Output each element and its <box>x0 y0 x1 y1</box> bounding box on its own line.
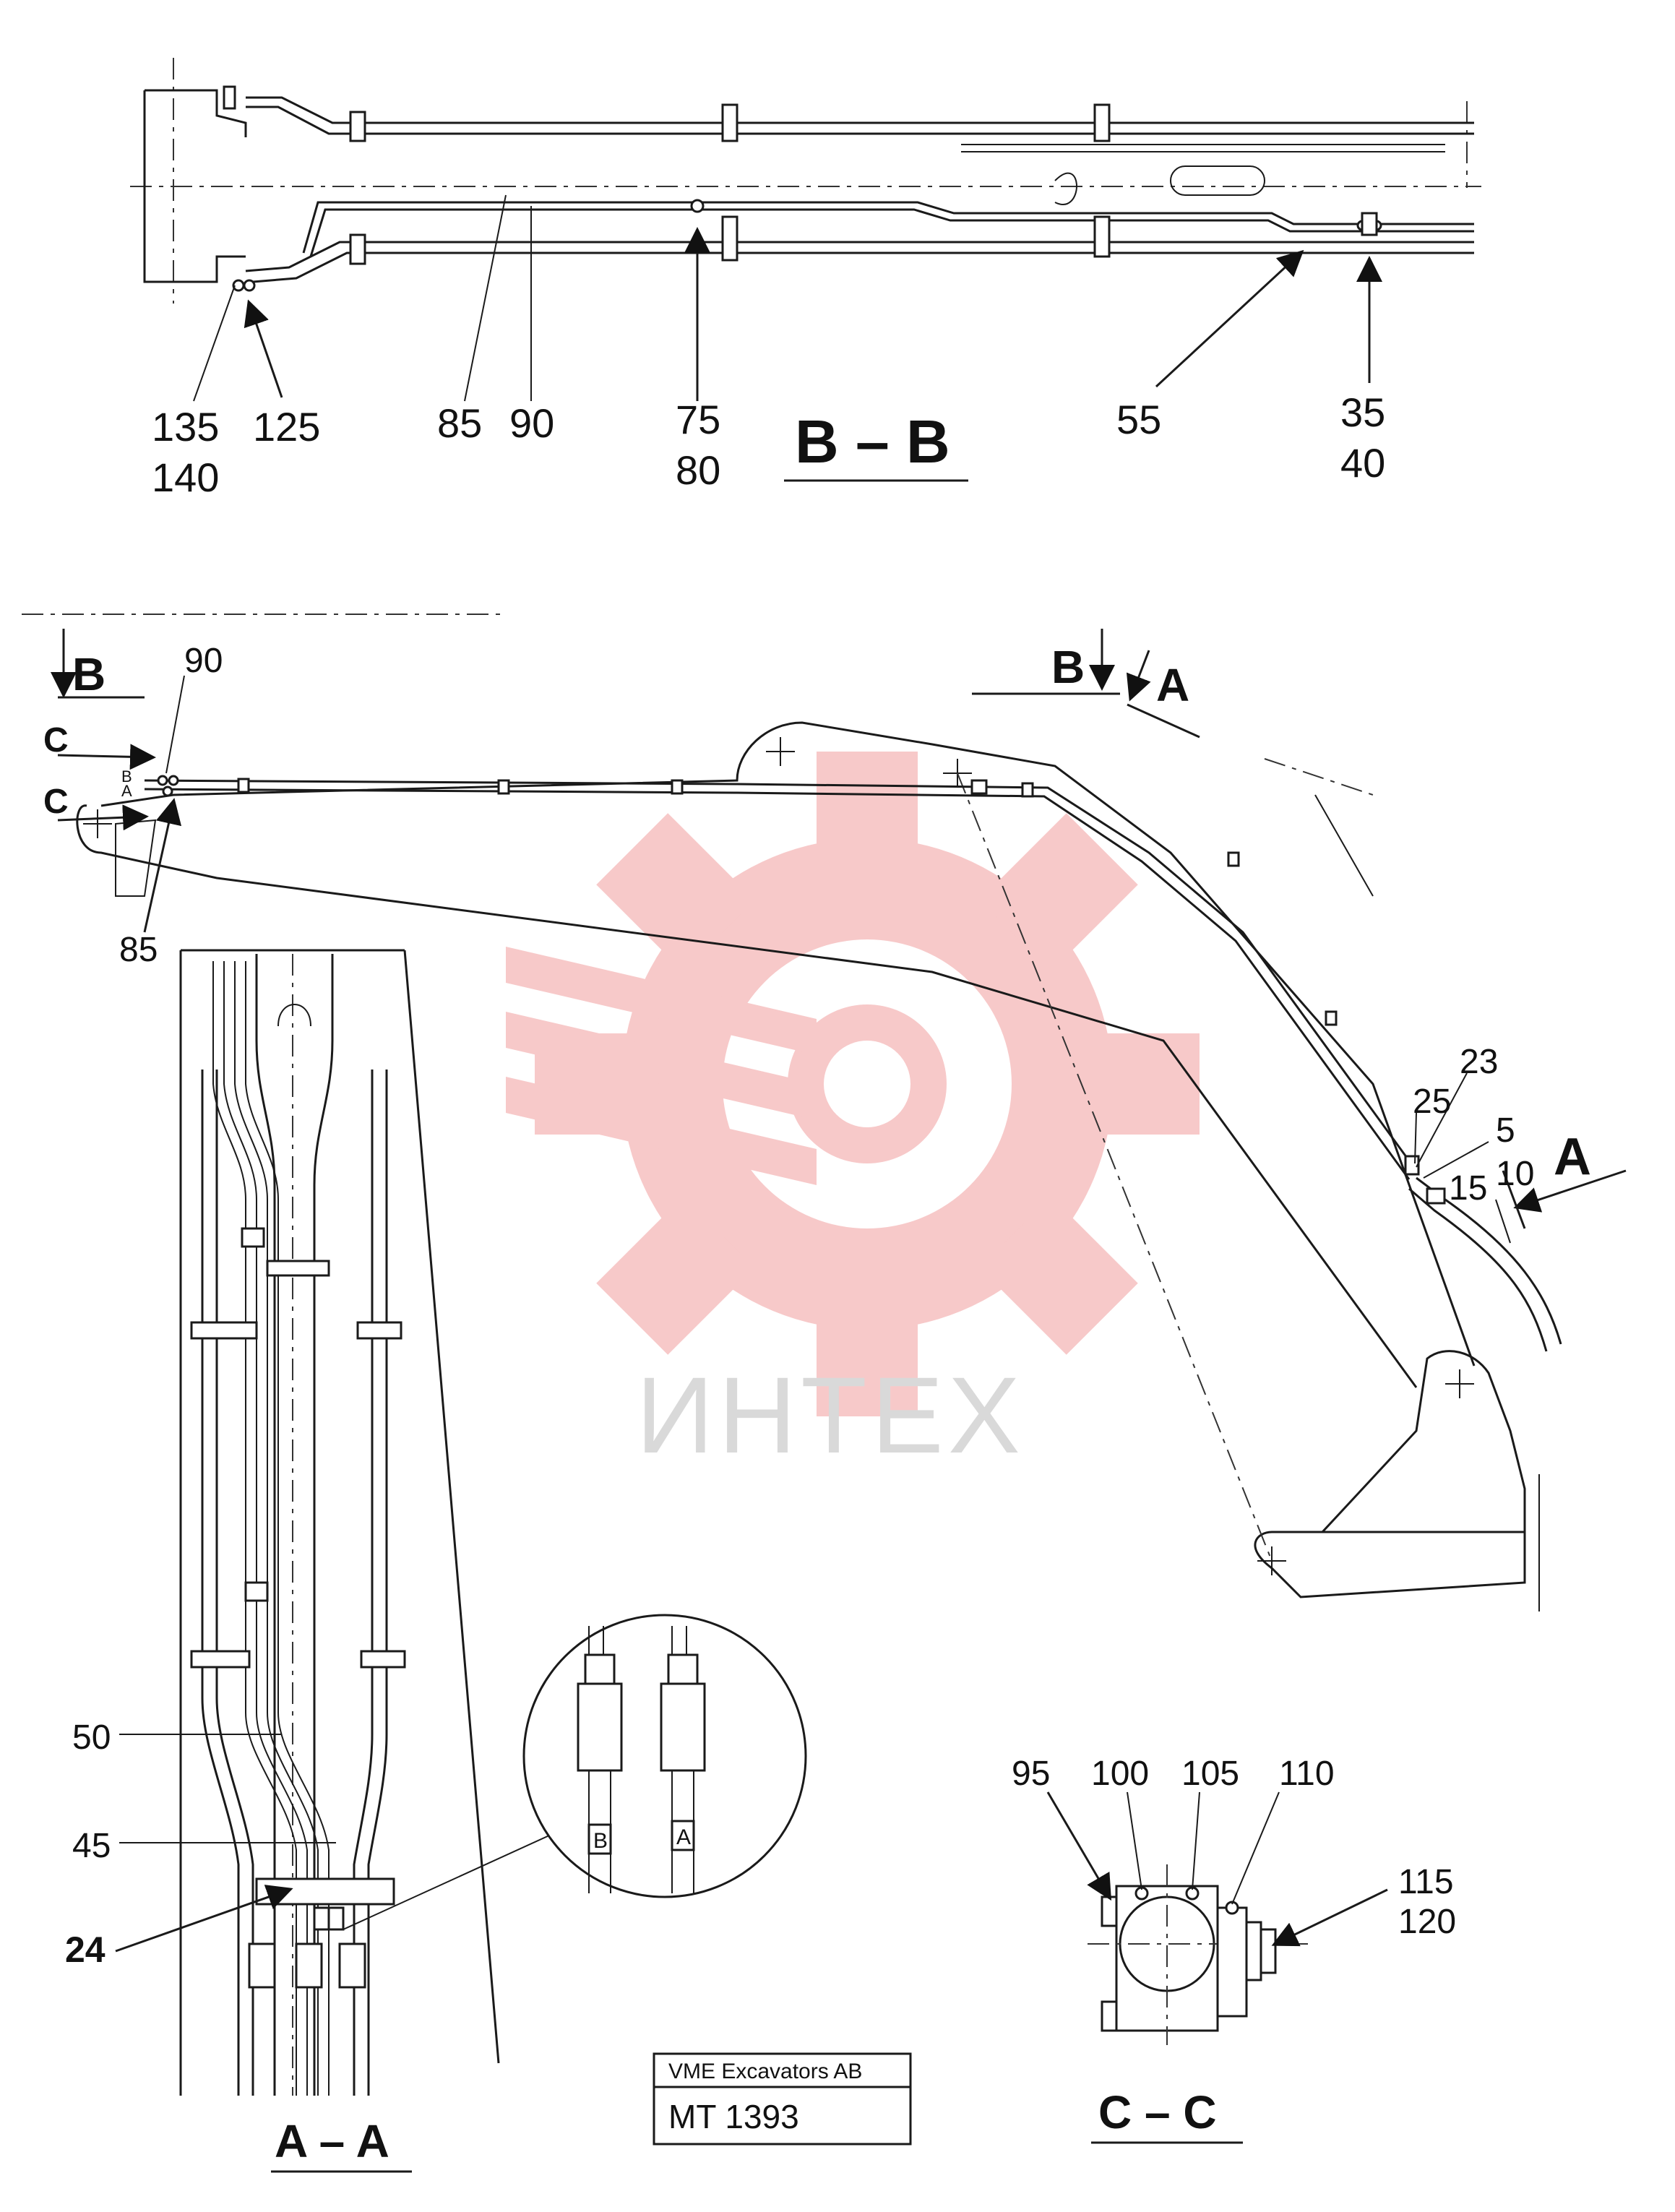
aa-callout-45: 45 <box>72 1827 111 1865</box>
callout-125: 125 <box>253 404 320 449</box>
side-small-a: A <box>121 782 132 800</box>
cc-callout-105: 105 <box>1181 1755 1239 1793</box>
callout-75: 75 <box>676 397 720 442</box>
side-callout-85: 85 <box>119 931 158 969</box>
callout-85: 85 <box>437 400 482 446</box>
side-view-labels: 90 85 25 23 5 10 15 <box>119 642 1534 1208</box>
title-block: VME Excavators AB MT 1393 <box>653 2052 912 2146</box>
marker-b-left: B <box>72 648 106 700</box>
marker-c-2: C <box>43 783 69 821</box>
section-aa-labels: 50 45 24 A – A <box>65 1718 412 2173</box>
detail-hose-a: A <box>676 1825 691 1849</box>
side-callout-90: 90 <box>184 642 223 680</box>
watermark-text: ИНТЕХ <box>636 1354 1025 1476</box>
title-block-drawing-no: MT 1393 <box>668 2098 799 2135</box>
section-bb-view <box>130 58 1481 402</box>
section-aa-title: A – A <box>275 2115 389 2167</box>
cc-callout-100: 100 <box>1091 1755 1149 1793</box>
section-cc-labels: 95 100 105 110 115 120 C – C <box>1012 1755 1456 2144</box>
section-cc-view <box>1046 1791 1388 2045</box>
side-callout-5: 5 <box>1496 1111 1515 1150</box>
cc-callout-110: 110 <box>1279 1755 1335 1793</box>
cc-callout-95: 95 <box>1012 1755 1050 1793</box>
section-aa-view: B A <box>115 949 807 2096</box>
aa-callout-24: 24 <box>65 1929 106 1970</box>
marker-c-1: C <box>43 721 69 759</box>
marker-a-top: A <box>1156 659 1189 711</box>
cc-callout-120: 120 <box>1398 1903 1456 1941</box>
callout-140: 140 <box>152 455 219 500</box>
callout-55: 55 <box>1116 397 1161 442</box>
section-bb-title: B – B <box>795 408 950 475</box>
callout-40: 40 <box>1340 440 1385 486</box>
detail-hose-b: B <box>593 1829 608 1853</box>
title-block-company: VME Excavators AB <box>668 2060 862 2083</box>
side-callout-10: 10 <box>1496 1155 1534 1193</box>
boom-side-view: B A B B A A C C <box>22 614 1627 1611</box>
marker-b-top: B <box>1051 641 1085 693</box>
section-cc-title: C – C <box>1098 2086 1217 2138</box>
callout-135: 135 <box>152 404 219 449</box>
callout-35: 35 <box>1340 390 1385 435</box>
side-small-b: B <box>121 767 132 786</box>
watermark-gear <box>506 752 1200 1416</box>
callout-90: 90 <box>509 400 554 446</box>
side-callout-23: 23 <box>1460 1043 1498 1081</box>
section-bb-labels: 135 140 125 85 90 75 80 55 35 40 B – B <box>152 390 1385 500</box>
cc-callout-115: 115 <box>1398 1863 1454 1901</box>
side-callout-25: 25 <box>1413 1083 1451 1121</box>
side-callout-15: 15 <box>1449 1169 1487 1208</box>
callout-80: 80 <box>676 447 720 493</box>
aa-callout-50: 50 <box>72 1718 111 1757</box>
marker-a-right: A <box>1554 1128 1591 1186</box>
